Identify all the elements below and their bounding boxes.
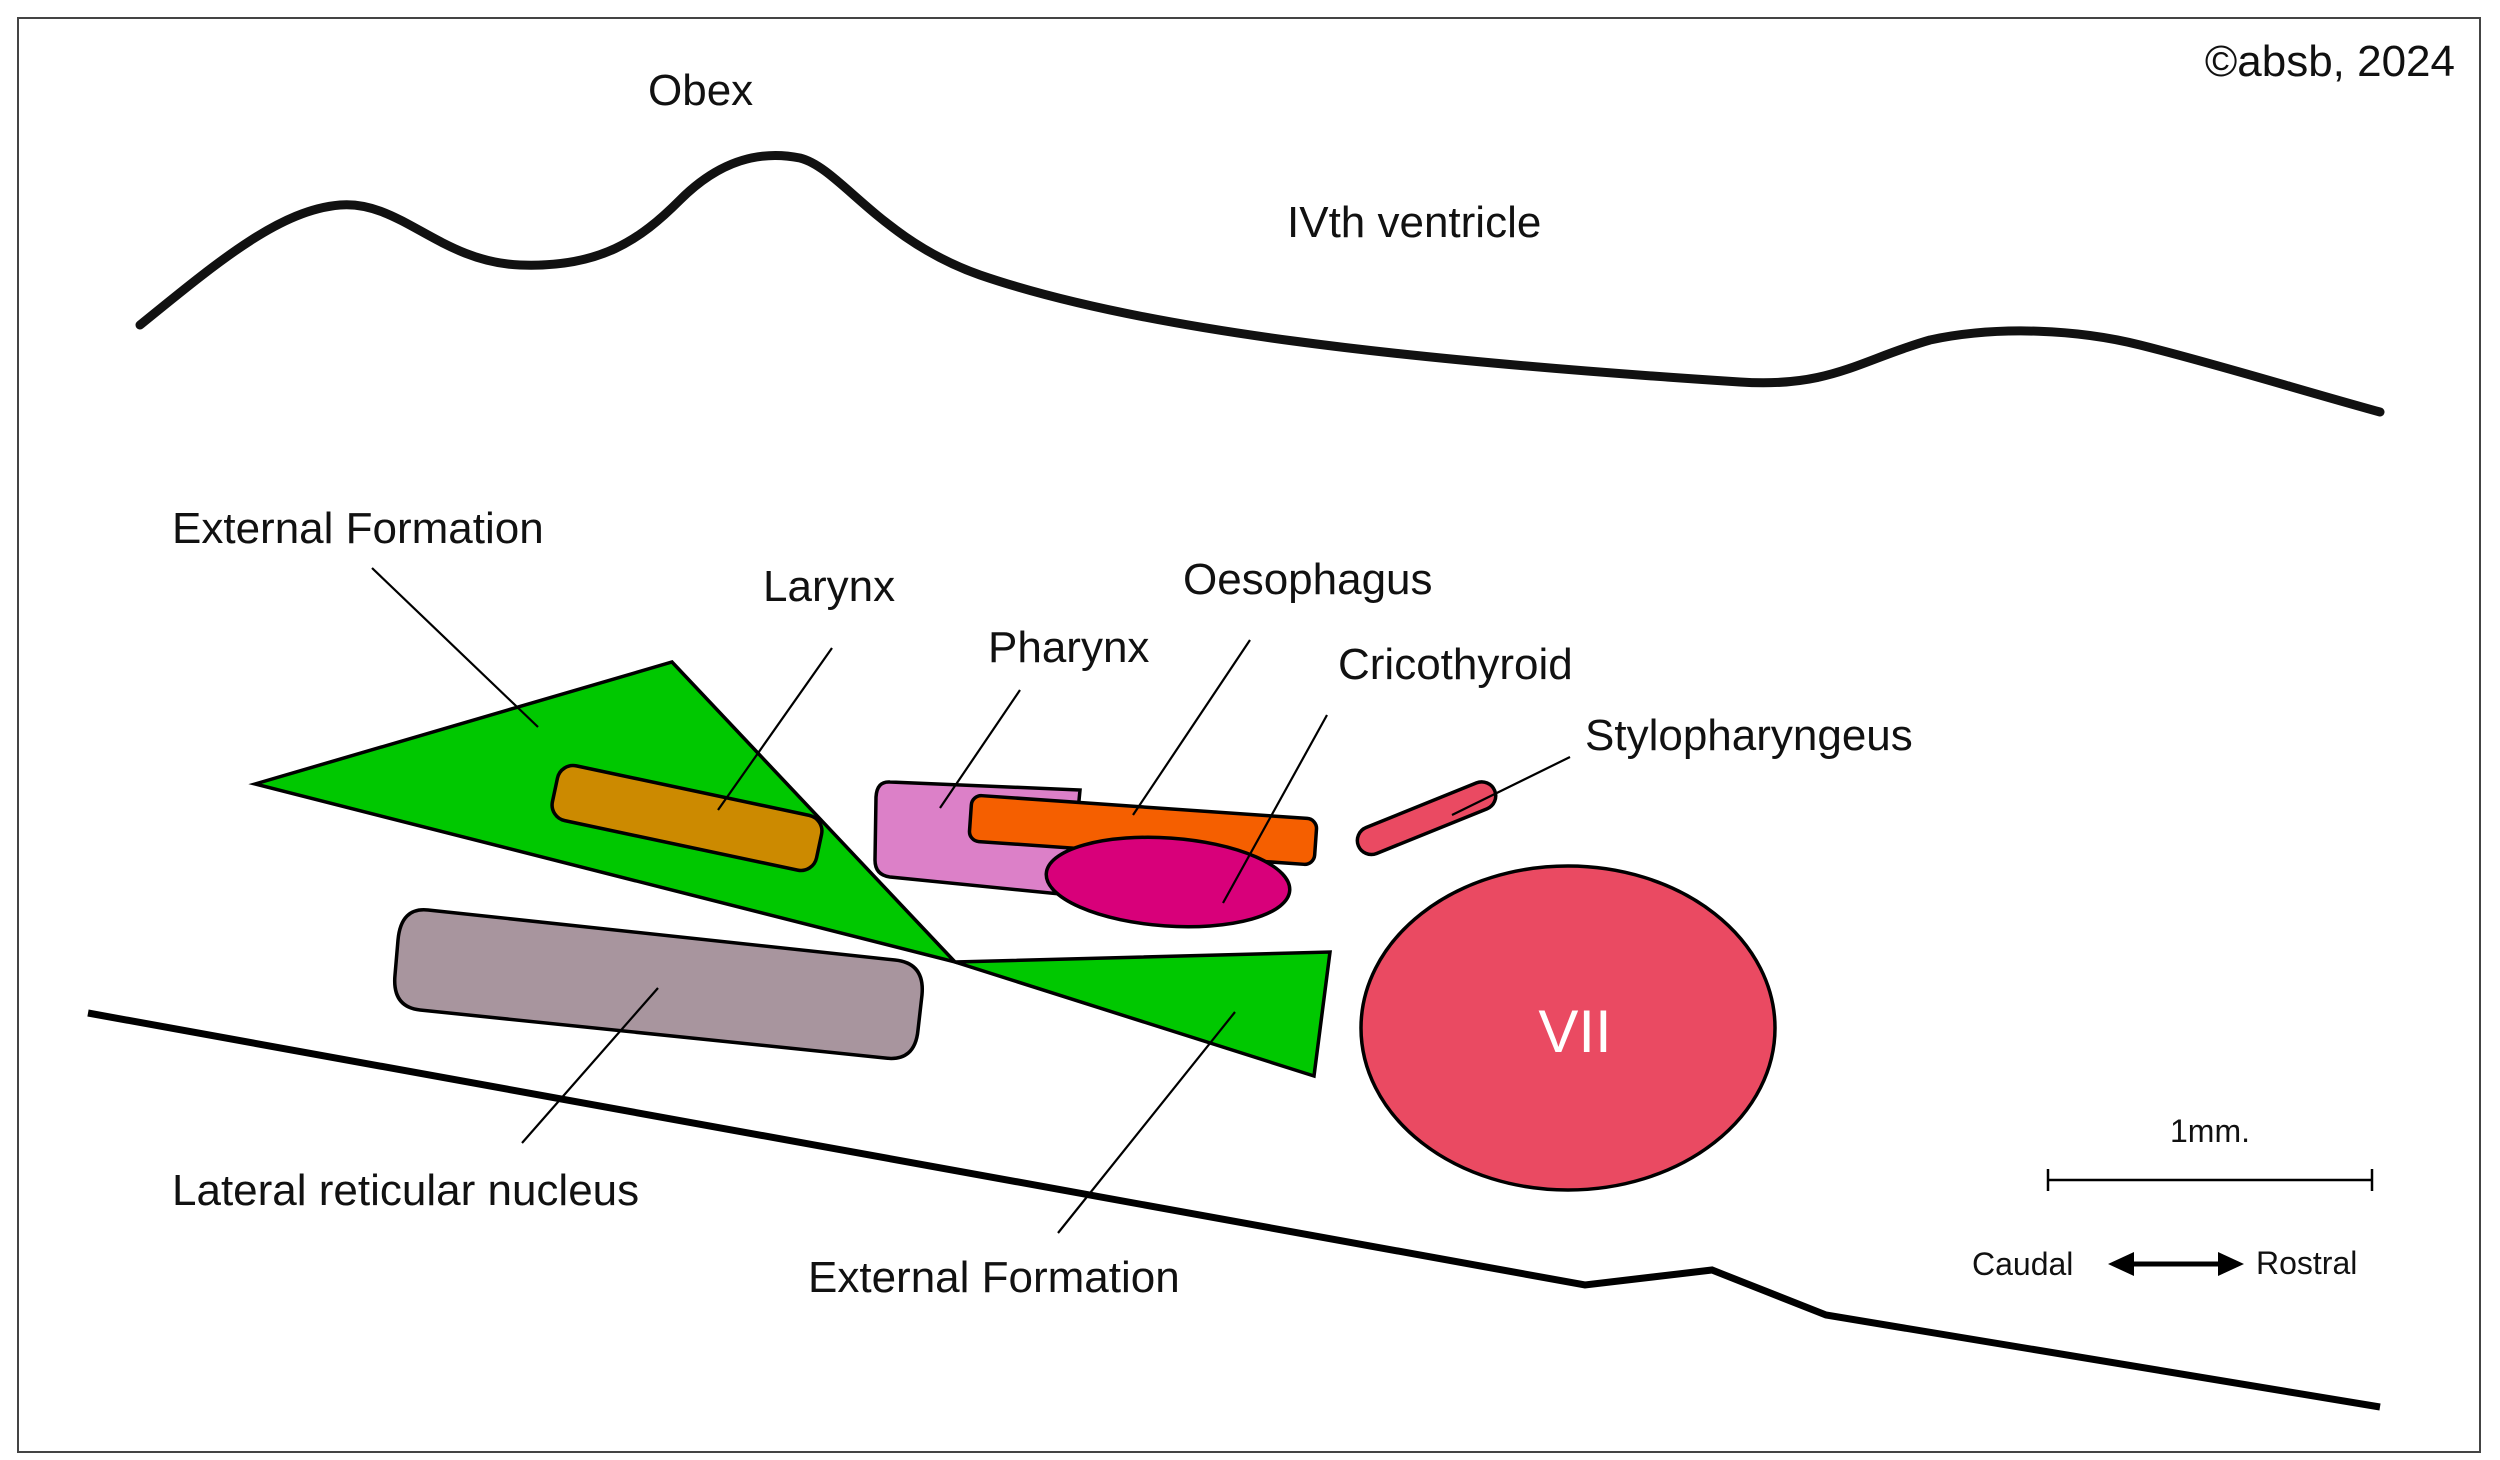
lateral-reticular-nucleus-label: Lateral reticular nucleus [172, 1166, 639, 1215]
orientation-arrowhead-right [2218, 1252, 2244, 1276]
ventricle-label: IVth ventricle [1287, 198, 1541, 247]
larynx-shape [550, 763, 824, 873]
orientation-arrowhead-left [2108, 1252, 2134, 1276]
leader-larynx [717, 647, 833, 811]
leader-pharynx [939, 689, 1021, 809]
figure-frame [17, 17, 2481, 1453]
pharynx-label: Pharynx [988, 623, 1149, 672]
oesophagus-label: Oesophagus [1183, 555, 1433, 604]
lateral-reticular-nucleus-shape [392, 908, 924, 1061]
leader-lateral-reticular-nucleus [521, 987, 659, 1144]
copyright-label: ©absb, 2024 [2205, 37, 2455, 86]
larynx-label: Larynx [763, 562, 895, 611]
scale-bar-label: 1mm. [2170, 1113, 2250, 1149]
ventral-surface-line [87, 1009, 2381, 1411]
external-formation-lower [954, 950, 1332, 1079]
external-formation-bottom-label: External Formation [808, 1253, 1180, 1302]
leader-oesophagus [1132, 639, 1251, 816]
vii-label: VII [1538, 998, 1611, 1065]
stylopharyngeus-shape [1355, 780, 1498, 857]
leader-stylopharyngeus [1451, 756, 1571, 816]
obex-label: Obex [648, 66, 753, 115]
facial-nucleus-vii-shape [1359, 864, 1777, 1192]
cricothyroid-shape [1044, 835, 1292, 929]
cricothyroid-label: Cricothyroid [1338, 640, 1573, 689]
stylopharyngeus-label: Stylopharyngeus [1585, 711, 1913, 760]
leader-cricothyroid [1222, 714, 1328, 904]
ventricle-contour [135, 151, 2385, 417]
rostral-label: Rostral [2256, 1245, 2357, 1281]
caudal-label: Caudal [1972, 1246, 2073, 1282]
leader-external-formation-bottom [1057, 1011, 1236, 1234]
leader-external-formation-top [371, 567, 539, 728]
external-formation-top-label: External Formation [172, 504, 544, 553]
